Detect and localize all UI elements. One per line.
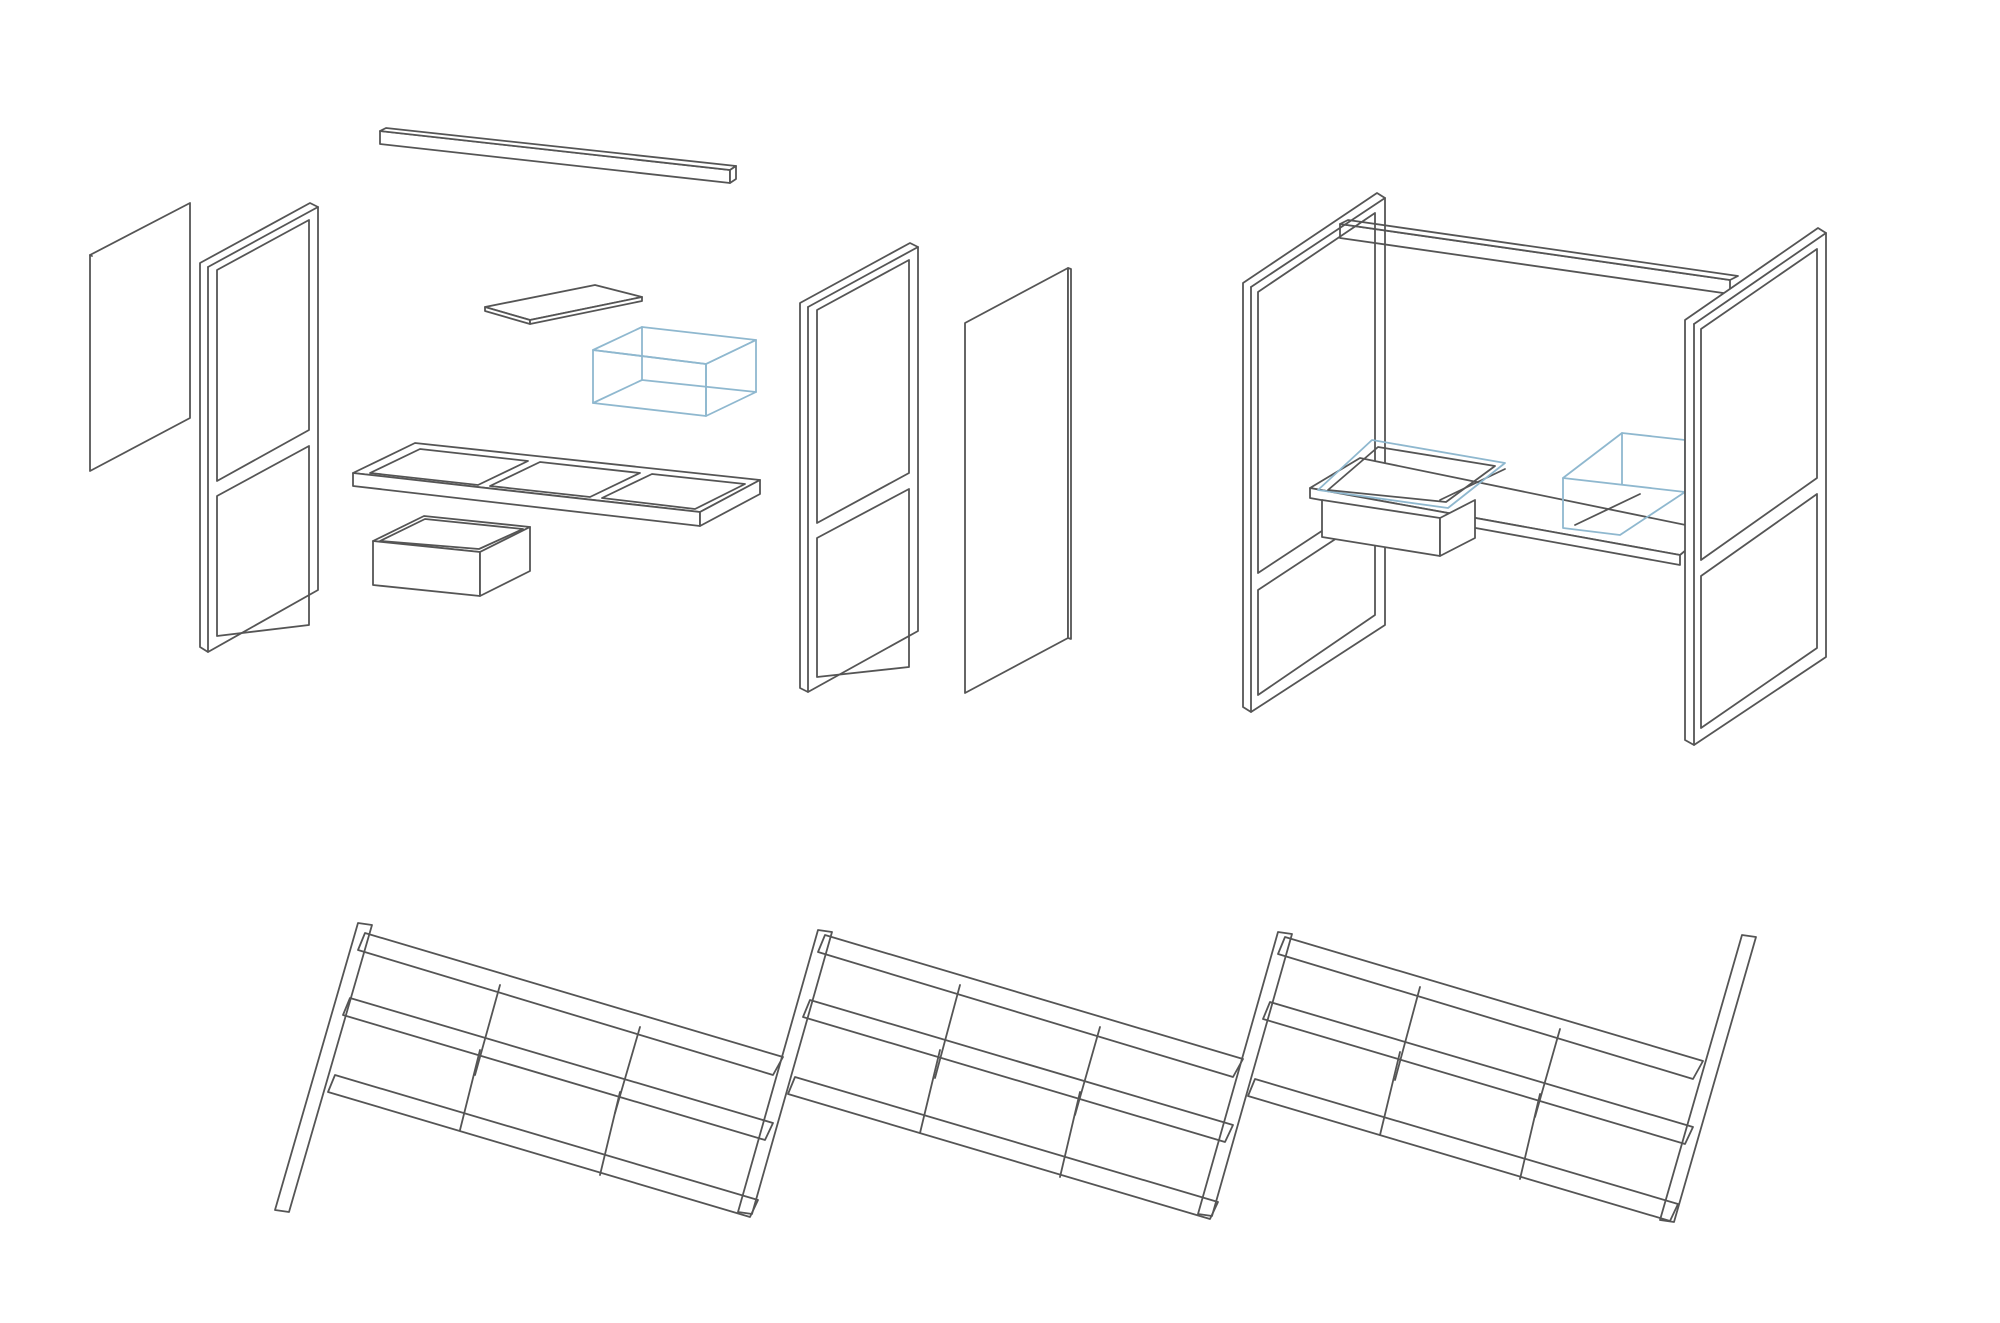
seat-base-frame	[352, 442, 761, 527]
assembled-view	[1242, 192, 1827, 746]
zigzag-module-3	[1247, 934, 1757, 1223]
left-frame	[199, 202, 319, 653]
left-side-panel	[89, 202, 191, 472]
zigzag-view	[274, 922, 1757, 1223]
storage-box-outline	[592, 326, 757, 417]
assembled-top-rail	[1339, 219, 1739, 295]
right-frame	[799, 242, 919, 693]
assembled-right-frame	[1684, 227, 1827, 746]
seat-lid	[484, 284, 643, 325]
top-rail	[379, 127, 737, 184]
zigzag-module-1	[274, 922, 833, 1218]
assembled-seat-base	[1309, 457, 1711, 566]
assembled-left-frame	[1242, 192, 1386, 713]
drawer-box	[372, 515, 531, 597]
exploded-view	[89, 127, 1072, 694]
right-side-panel	[964, 267, 1072, 694]
zigzag-module-2	[787, 931, 1293, 1220]
assembled-drawer	[1317, 439, 1506, 557]
